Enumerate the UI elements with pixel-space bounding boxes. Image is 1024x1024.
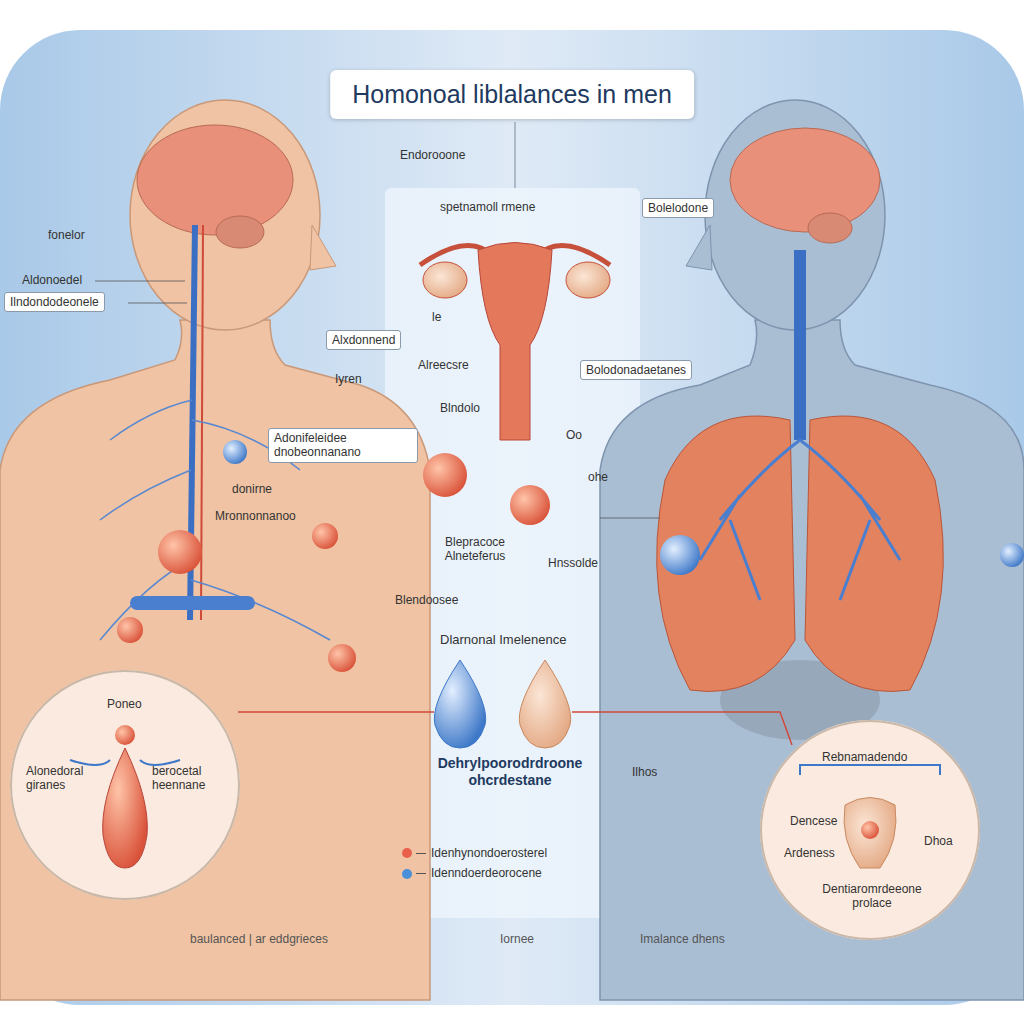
inset-circle: RebnamadendoDenceseArdeness DhoaDentiarom… [760, 720, 980, 940]
part-label: Dlarnonal Imelenence [440, 632, 566, 648]
bronchi [700, 440, 900, 600]
red-orb [115, 725, 135, 745]
ovary [566, 262, 610, 298]
part-label: Hnssolde [548, 556, 598, 570]
part-label: Iyren [335, 372, 362, 386]
part-label: Alreecsre [418, 358, 469, 372]
leader-line [128, 303, 187, 304]
inset-label: berocetal heennane [152, 764, 230, 793]
left-head [130, 100, 320, 330]
bracket [800, 765, 940, 775]
box-label: Adonifeleidee dnobeonnanano [274, 431, 412, 460]
part-label: donirne [232, 482, 272, 496]
trachea [794, 250, 806, 440]
legend-row: Idenhynondoerosterel [402, 846, 547, 860]
red-line [238, 711, 434, 713]
right-brain [730, 128, 880, 232]
part-label: Aldonoedel [22, 273, 82, 287]
red-orb [861, 821, 879, 839]
part-label: spetnamoll rmene [440, 200, 535, 214]
part-label: ohe [588, 470, 608, 484]
box-label: Bolelodone [648, 201, 708, 215]
red-orb [158, 530, 202, 574]
left-lung [657, 416, 795, 691]
part-label: Oo [566, 428, 582, 442]
left-gland [103, 748, 148, 868]
legend-text: Idenndoerdeorocene [431, 866, 542, 880]
left-torso [0, 320, 430, 1000]
footer-label: baulanced | ar eddgrieces [190, 932, 328, 946]
right-figure [600, 100, 1024, 1000]
right-gland [844, 798, 896, 869]
red-orb [423, 453, 467, 497]
red-orb [117, 617, 143, 643]
red-orb [510, 485, 550, 525]
legend-dash [416, 853, 426, 854]
left-cerebellum [216, 216, 264, 248]
part-label: le [432, 310, 441, 324]
peach-drop [519, 660, 570, 748]
blue-orb [223, 440, 247, 464]
part-label: Ilhos [632, 765, 657, 779]
legend-dash [416, 873, 426, 874]
inset-circle: PoneoAlonedoral giranes berocetal heennan… [10, 670, 240, 900]
inset-label: Rebnamadendo [822, 750, 907, 764]
red-line [572, 712, 792, 745]
label-box: Ilndondodeonele [4, 292, 105, 312]
label-box: Adonifeleidee dnobeonnanano [268, 428, 418, 463]
legend-row: Idenndoerdeorocene [402, 866, 547, 880]
blue-orb [660, 535, 700, 575]
legend-swatch [402, 848, 412, 858]
left-blue-bar [130, 596, 255, 610]
part-label: fonelor [48, 228, 85, 242]
box-label: Alxdonnend [332, 333, 395, 347]
ovary [423, 262, 467, 298]
legend: IdenhynondoerosterelIdenndoerdeorocene [402, 846, 547, 887]
uterus [420, 243, 610, 441]
right-nose [686, 225, 712, 270]
part-label: Endorooone [400, 148, 465, 162]
part-label: Blendoosee [395, 593, 458, 607]
blue-drop [434, 660, 485, 748]
label-box: Bolodonadaetanes [580, 360, 692, 380]
part-label: Blndolo [440, 401, 480, 415]
background [0, 30, 1024, 1005]
left-nose [310, 225, 336, 270]
right-torso [600, 320, 1024, 1000]
red-orb [312, 523, 338, 549]
red-orb [328, 644, 356, 672]
box-label: Ilndondodeonele [10, 295, 99, 309]
left-brain [137, 125, 293, 235]
inset-label: Dhoa [924, 834, 953, 848]
diagram-title: Homonoal liblalances in men [330, 70, 694, 119]
inset-label: Poneo [107, 697, 142, 711]
label-box: Bolelodone [642, 198, 714, 218]
uterus-body [478, 243, 552, 441]
right-cerebellum [808, 213, 852, 243]
footer-label: Imalance dhens [640, 932, 725, 946]
left-inset-fill [10, 670, 240, 900]
inset-label: Alonedoral giranes [26, 764, 104, 793]
label-box: Alxdonnend [326, 330, 401, 350]
blue-orb [1000, 543, 1024, 567]
title-line [515, 122, 516, 188]
part-label: Blepracoce Alneteferus [415, 535, 535, 564]
leader-line [95, 281, 185, 282]
legend-text: Idenhynondoerosterel [431, 846, 547, 860]
left-figure [0, 100, 430, 1000]
box-label: Bolodonadaetanes [586, 363, 686, 377]
right-inset-fill [760, 720, 980, 940]
heading-label: Dehrylpoorodrdroone ohcrdestane [415, 755, 605, 789]
inset-label: Ardeness [784, 846, 835, 860]
footer-label: Iornee [500, 932, 534, 946]
part-label: Mronnonnanoo [215, 509, 296, 523]
legend-swatch [402, 869, 412, 879]
inset-label: Dencese [790, 814, 837, 828]
leader-line [600, 518, 660, 519]
inset-label: Dentiaromrdeeone prolace [807, 882, 937, 911]
right-lung [805, 416, 943, 691]
